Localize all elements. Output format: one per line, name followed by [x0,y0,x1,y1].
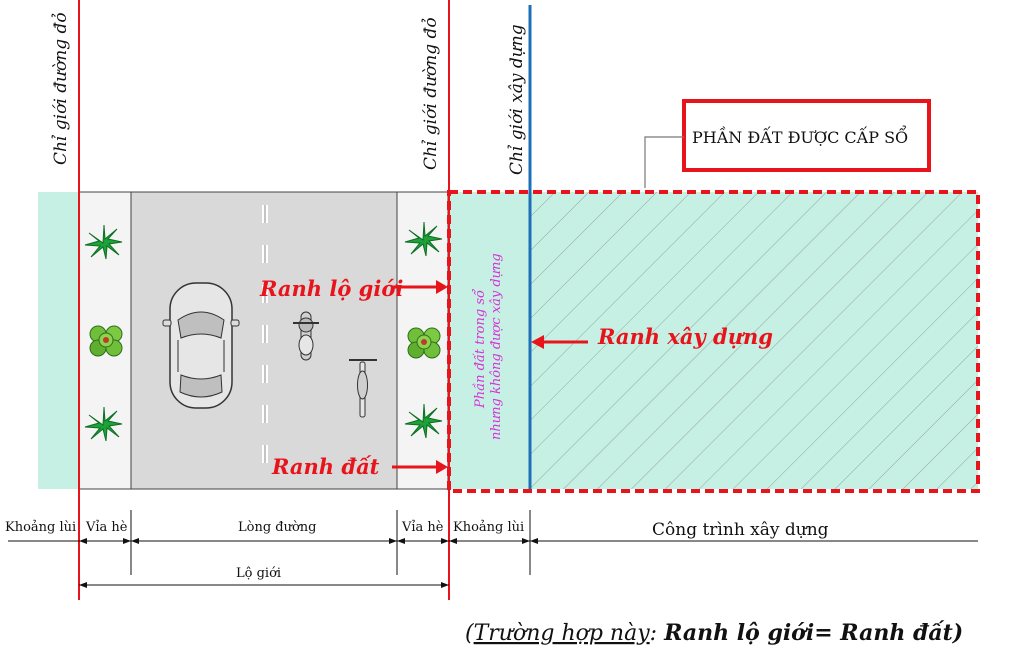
ranh-xay-dung-label: Ranh xây dựng [597,324,773,349]
bicycle-icon [349,359,377,418]
ranh-dat-arrow [392,460,448,474]
footer-open-paren: ( [465,621,474,646]
ranh-lo-gioi-arrow [392,280,448,294]
dim-via-he-right: Vỉa hè [401,520,444,535]
dimension-arrows [79,538,538,588]
right-red-line-label: Chỉ giới đường đỏ [421,17,441,170]
dim-long-duong: Lòng đường [238,520,317,535]
buildable-hatch [530,192,978,489]
footer-colon: : [650,621,664,646]
footer-prefix: Trường hợp này [474,621,651,646]
motorbike-icon [293,311,319,361]
dim-cong-trinh: Công trình xây dựng [652,520,829,540]
ranh-xay-dung-arrow [531,335,588,349]
left-red-line-label: Chỉ giới đường đỏ [51,12,71,165]
dim-lo-gioi: Lộ giới [236,566,281,581]
building-line-label: Chỉ giới xây dựng [507,24,527,175]
land-setback-area [449,192,530,489]
land-title-leader [644,136,684,188]
non-buildable-note-line1: Phần đất trong sổ [472,289,488,409]
ranh-dat-label: Ranh đất [271,454,380,479]
ranh-lo-gioi-label: Ranh lộ giới [259,276,403,301]
footer-formula: Ranh lộ giới= Ranh đất) [663,620,963,646]
dim-khoang-lui-left: Khoảng lùi [5,520,76,535]
car-icon [162,282,240,409]
footer-note: (Trường hợp này: Ranh lộ giới= Ranh đất) [465,620,963,646]
left-setback-area [38,192,79,489]
non-buildable-note-line2: nhưng không được xây dựng [489,253,504,440]
dim-khoang-lui-right: Khoảng lùi [453,520,524,535]
land-title-box [682,99,931,172]
land-title-text: PHẦN ĐẤT ĐƯỢC CẤP SỔ [692,124,908,147]
dim-via-he-left: Vỉa hè [85,520,128,535]
dimension-row [8,510,978,586]
